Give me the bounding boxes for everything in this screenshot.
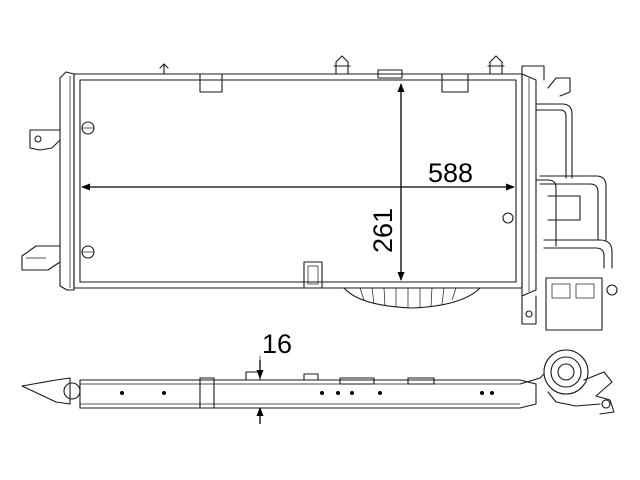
side-fastener-dots <box>120 391 494 395</box>
side-profile-body <box>79 379 537 409</box>
left-lower-bracket <box>21 245 61 271</box>
refrigerant-pipes <box>535 103 613 269</box>
left-end-bushing <box>63 382 81 400</box>
pipe-flange <box>545 277 603 331</box>
left-side-tank <box>59 71 75 291</box>
fan-shroud <box>343 287 481 309</box>
width-dimension-label: 588 <box>428 158 473 188</box>
side-view: 16 <box>21 329 615 424</box>
top-clip-right <box>489 55 503 75</box>
right-side-tank <box>521 73 537 297</box>
thickness-dimension-label: 16 <box>262 329 292 359</box>
height-dimension-label: 261 <box>368 208 398 253</box>
core-matrix <box>79 79 517 283</box>
left-upper-bracket <box>29 129 61 151</box>
receiver-drier <box>543 349 589 395</box>
top-clip-left <box>335 55 349 75</box>
front-view: 588 261 <box>21 55 618 331</box>
